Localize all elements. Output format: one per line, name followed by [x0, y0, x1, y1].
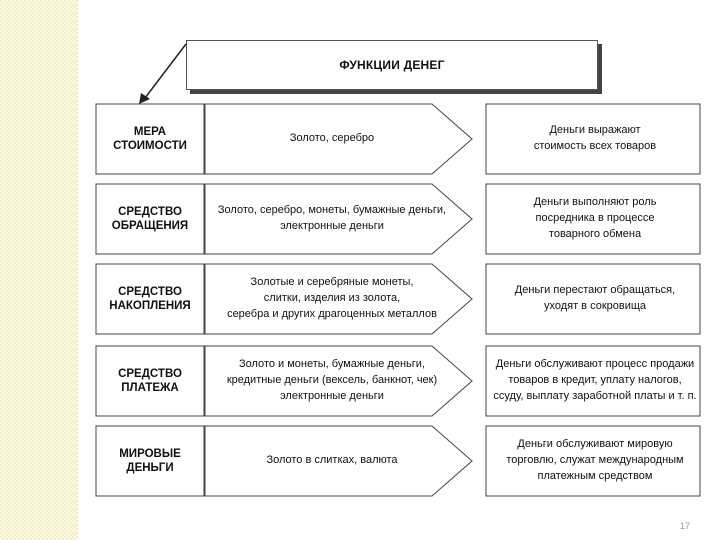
- function-examples-text: Золото, серебро: [289, 132, 375, 145]
- function-row: СРЕДСТВО ОБРАЩЕНИЯ Золото, серебро, монет…: [96, 184, 700, 254]
- function-row: МИРОВЫЕ ДЕНЬГИ Золото в слитках, валюта Де…: [96, 426, 700, 496]
- function-row: МЕРА СТОИМОСТИ Золото, серебро Деньги выра…: [96, 104, 700, 174]
- function-description-text: Деньги обслуживают мировую торговлю, слу…: [506, 438, 684, 482]
- diagram-title: ФУНКЦИИ ДЕНЕГ: [339, 58, 445, 72]
- function-description-text: Деньги выполняют роль посредника в проце…: [533, 196, 657, 240]
- function-description-text: Деньги обслуживают процесс продажи товар…: [493, 358, 697, 402]
- function-row: СРЕДСТВО НАКОПЛЕНИЯ Золотые и серебряные …: [96, 264, 700, 334]
- title-pointer-line: [144, 43, 187, 99]
- function-category-label: СРЕДСТВО НАКОПЛЕНИЯ: [109, 285, 191, 312]
- function-description-text: Деньги перестают обращаться, уходят в со…: [514, 284, 676, 312]
- title-pointer-arrowhead: [139, 93, 150, 104]
- function-examples-text: Золото и монеты, бумажные деньги, кредит…: [226, 358, 438, 402]
- function-examples-text: Золотые и серебряные монеты, слитки, изд…: [227, 276, 437, 320]
- function-category-label: МИРОВЫЕ ДЕНЬГИ: [119, 447, 181, 474]
- decorative-side-pattern: [0, 0, 78, 540]
- function-row: СРЕДСТВО ПЛАТЕЖА Золото и монеты, бумажны…: [96, 346, 700, 416]
- function-examples-text: Золото, серебро, монеты, бумажные деньги…: [217, 204, 447, 232]
- function-category-label: МЕРА СТОИМОСТИ: [113, 125, 187, 152]
- diagram-title-box: ФУНКЦИИ ДЕНЕГ: [186, 40, 598, 90]
- function-description-text: Деньги выражают стоимость всех товаров: [533, 124, 657, 152]
- function-category-label: СРЕДСТВО ОБРАЩЕНИЯ: [111, 205, 189, 232]
- page-number: 17: [680, 521, 691, 531]
- function-examples-text: Золото в слитках, валюта: [266, 454, 398, 467]
- function-category-label: СРЕДСТВО ПЛАТЕЖА: [118, 367, 182, 394]
